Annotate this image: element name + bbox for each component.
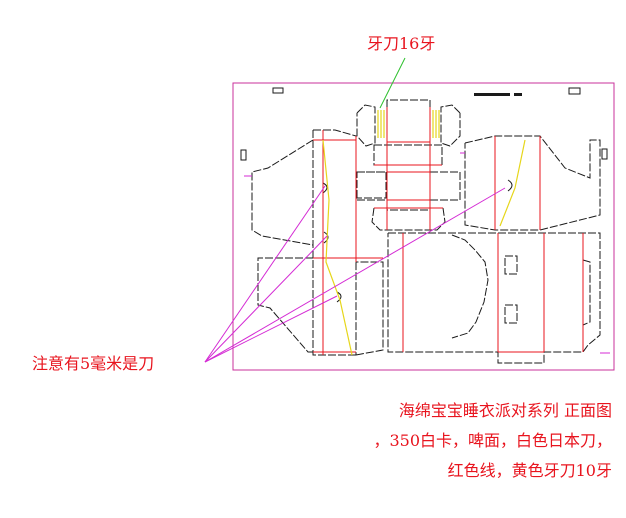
serrated-knife-label: 牙刀16牙 — [367, 34, 436, 53]
header-marks — [474, 93, 522, 96]
registration-marks — [240, 87, 608, 161]
spec-note-line-3: 红色线，黄色牙刀10牙 — [447, 461, 612, 480]
leader-serrated-knife — [379, 57, 406, 109]
leader-caution-lines — [204, 185, 506, 363]
notches — [322, 179, 513, 303]
serrated-lines — [322, 110, 526, 356]
sheet-border — [232, 82, 615, 371]
crease-lines — [313, 107, 584, 355]
right-top-cutlines — [464, 135, 601, 231]
left-box-cutlines — [251, 129, 387, 356]
edge-ticks — [244, 152, 610, 354]
spec-note-line-2: ，350白卡，啤面，白色日本刀， — [373, 431, 612, 450]
bottom-box-cutlines — [387, 232, 601, 364]
spec-note-line-1: 海绵宝宝睡衣派对系列 正面图 — [398, 401, 612, 420]
caution-label: 注意有5毫米是刀 — [32, 354, 155, 373]
